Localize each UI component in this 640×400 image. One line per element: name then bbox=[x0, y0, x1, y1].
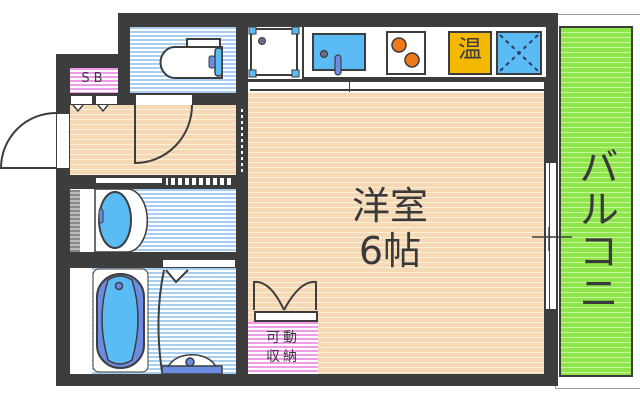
outer-wall-left-upper bbox=[118, 13, 130, 93]
closet-wall bbox=[236, 310, 248, 374]
closet-door-swing-icon[interactable] bbox=[252, 276, 318, 312]
toilet-wall-right bbox=[236, 13, 248, 95]
water-heater-label: 温 bbox=[458, 35, 482, 63]
outer-wall-left-top bbox=[56, 54, 130, 68]
outer-wall-top bbox=[118, 13, 558, 27]
washing-machine-drain-icon bbox=[248, 26, 300, 78]
water-heater bbox=[448, 31, 492, 75]
washing-machine-space bbox=[250, 28, 298, 76]
main-room-name: 洋室 bbox=[351, 184, 428, 228]
burner-icon bbox=[391, 37, 420, 68]
curtain-rail-mark bbox=[349, 80, 350, 92]
shoe-box-door-1[interactable] bbox=[70, 95, 93, 105]
front-door-swing-icon[interactable] bbox=[0, 112, 58, 170]
balcony-label: バルコニー bbox=[526, 146, 618, 314]
kitchen-curtain-rail bbox=[250, 82, 544, 91]
shoe-box bbox=[70, 68, 118, 93]
washroom-sliding-door[interactable] bbox=[165, 177, 233, 186]
closet-door-frame[interactable] bbox=[254, 311, 318, 322]
main-room-size: 6帖 bbox=[358, 229, 422, 273]
room-sliding-door[interactable] bbox=[238, 108, 246, 174]
balcony bbox=[559, 26, 633, 377]
bathtub-icon bbox=[92, 268, 149, 373]
closet bbox=[248, 322, 318, 374]
shoe-box-door-2[interactable] bbox=[95, 95, 118, 105]
washroom-vent bbox=[70, 190, 80, 252]
window-sill-mark-icon bbox=[532, 227, 572, 251]
outer-wall-bottom bbox=[56, 374, 558, 386]
toilet-icon bbox=[159, 38, 223, 79]
refrigerator-x-icon bbox=[499, 34, 539, 72]
washbasin-icon bbox=[94, 188, 149, 253]
bath-door-swing-icon bbox=[157, 269, 223, 375]
front-door-frame[interactable] bbox=[56, 113, 70, 169]
faucet-icon bbox=[319, 49, 342, 76]
toilet-door-swing-icon[interactable] bbox=[134, 104, 194, 165]
closet-label-line1: 可動 bbox=[266, 330, 300, 346]
balcony-window[interactable] bbox=[545, 162, 557, 310]
shoe-box-door-swing-icons bbox=[72, 104, 109, 113]
shoe-box-label: SB bbox=[81, 71, 107, 86]
washroom-door-lintel bbox=[95, 177, 163, 184]
closet-label-line2: 収納 bbox=[266, 349, 300, 365]
stove bbox=[386, 31, 426, 75]
entry-hall bbox=[70, 105, 236, 175]
bath-door-frame[interactable] bbox=[162, 259, 236, 268]
kitchen-counter-edge bbox=[248, 79, 546, 82]
